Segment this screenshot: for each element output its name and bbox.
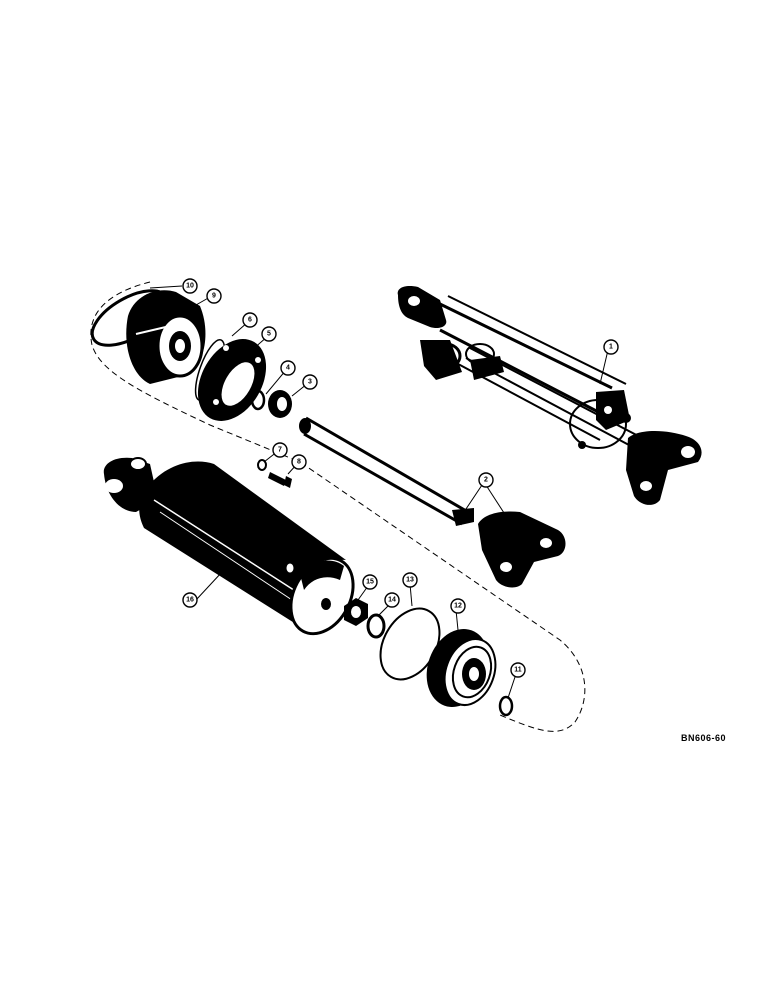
callout-13: 13 — [402, 572, 418, 588]
cylinder-head-drawing — [90, 289, 206, 384]
svg-text:7: 7 — [278, 447, 282, 454]
callout-12: 12 — [450, 598, 466, 614]
svg-text:14: 14 — [388, 597, 396, 604]
callout-3: 3 — [302, 374, 318, 390]
callout-15: 15 — [362, 574, 378, 590]
flange-and-fastener-drawing — [194, 338, 292, 488]
svg-text:6: 6 — [248, 317, 252, 324]
piston-rod-drawing — [299, 416, 566, 588]
callout-16: 16 — [182, 592, 198, 608]
assembly-boundary-line — [90, 281, 586, 732]
callout-1: 1 — [603, 339, 619, 355]
callout-5: 5 — [261, 326, 277, 342]
assembled-cylinder-drawing — [397, 285, 702, 505]
callout-4: 4 — [280, 360, 296, 376]
svg-text:5: 5 — [267, 331, 271, 338]
cylinder-barrel-drawing — [103, 457, 355, 636]
svg-text:11: 11 — [514, 667, 522, 674]
callout-10: 10 — [182, 278, 198, 294]
svg-text:15: 15 — [366, 579, 374, 586]
svg-text:10: 10 — [186, 283, 194, 290]
svg-text:1: 1 — [609, 344, 613, 351]
callout-9: 9 — [206, 288, 222, 304]
callout-6: 6 — [242, 312, 258, 328]
callout-2: 2 — [478, 472, 494, 488]
svg-text:3: 3 — [308, 379, 312, 386]
callout-11: 11 — [510, 662, 526, 678]
svg-text:12: 12 — [454, 603, 462, 610]
svg-text:8: 8 — [297, 459, 301, 466]
svg-text:13: 13 — [406, 577, 414, 584]
callout-14: 14 — [384, 592, 400, 608]
piston-and-seals-drawing — [344, 598, 514, 717]
svg-text:2: 2 — [484, 477, 488, 484]
callout-8: 8 — [291, 454, 307, 470]
callout-7: 7 — [272, 442, 288, 458]
figure-reference-code: BN606-60 — [681, 733, 727, 743]
svg-text:9: 9 — [212, 293, 216, 300]
svg-text:16: 16 — [186, 597, 194, 604]
svg-text:4: 4 — [286, 365, 290, 372]
